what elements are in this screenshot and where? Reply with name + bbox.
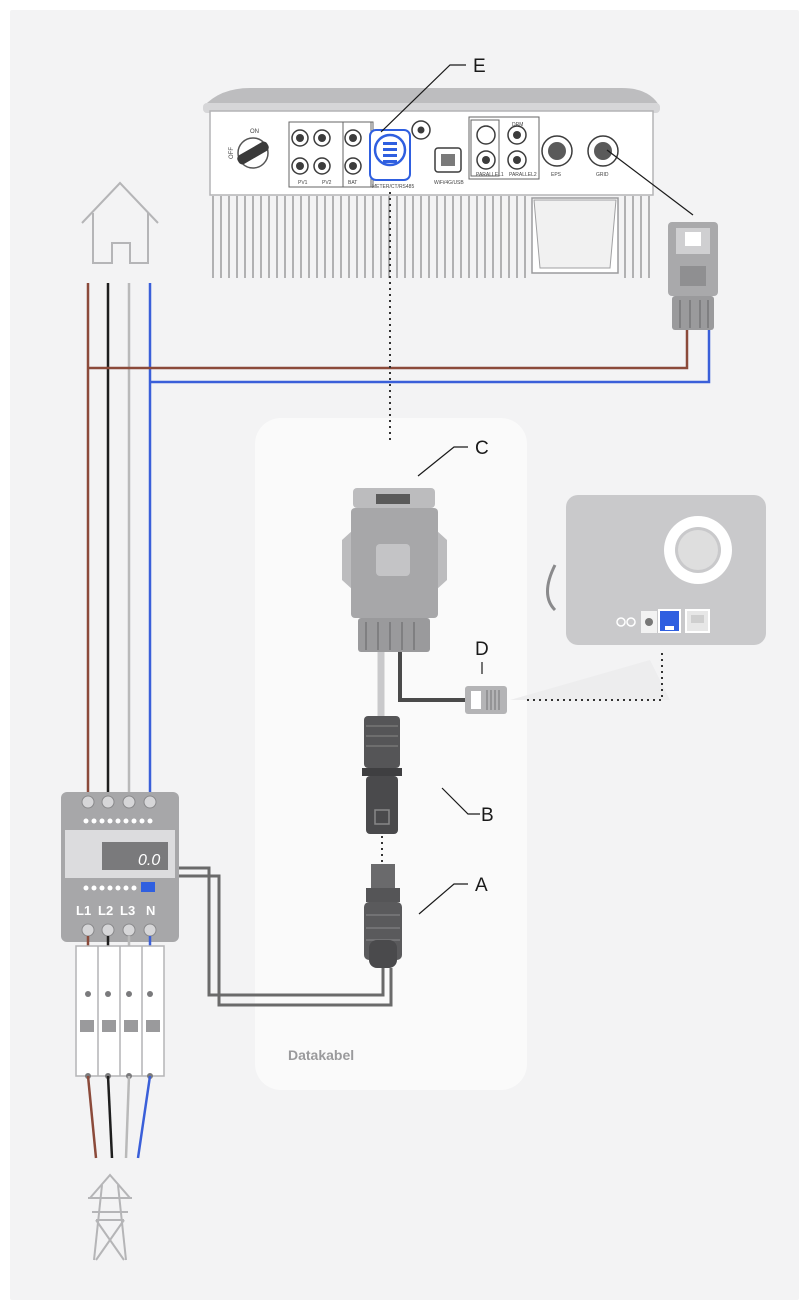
- rj45-port-blue: [658, 609, 681, 633]
- bat-label: BAT: [348, 180, 357, 186]
- connector-a: [364, 864, 402, 968]
- connector-b: [362, 716, 402, 834]
- eps-label: EPS: [551, 172, 562, 178]
- rj45-plug-d: [465, 686, 507, 714]
- parallel1-label: PARALLEL1: [476, 172, 504, 178]
- house-wires: [86, 283, 711, 795]
- terminal-l1: L1: [76, 903, 91, 918]
- panel-caption: Datakabel: [288, 1047, 354, 1063]
- pv1-label: PV1: [298, 180, 308, 186]
- grid-label: GRID: [596, 172, 609, 178]
- circuit-breaker: [75, 945, 165, 1079]
- label-d: D: [475, 639, 489, 660]
- switch-off-label: OFF: [229, 147, 235, 159]
- connector-c: [342, 488, 447, 652]
- power-pylon-icon: [88, 1173, 132, 1261]
- house-icon: [81, 181, 159, 264]
- label-b: B: [481, 805, 494, 826]
- meter-port-label: METER/CT/RS485: [372, 184, 414, 190]
- ct-sensor-module: [546, 495, 766, 645]
- drm-label: DRM: [512, 122, 523, 128]
- terminal-l3: L3: [120, 903, 135, 918]
- wifi-port-label: WiFi/4G/USB: [434, 180, 464, 186]
- parallel2-label: PARALLEL2: [509, 172, 537, 178]
- terminal-n: N: [146, 903, 155, 918]
- energy-meter: 0.0 L1 L2 L3 N: [61, 792, 179, 942]
- label-c: C: [475, 438, 489, 459]
- pv2-label: PV2: [322, 180, 332, 186]
- wiring-diagram: Datakabel: [61, 56, 766, 1261]
- meter-display: 0.0: [138, 852, 160, 869]
- diagram-frame: Datakabel: [10, 10, 799, 1300]
- inverter: ON OFF PV1 PV2 BAT METER/CT/RS485 WiFi/4…: [203, 88, 660, 278]
- terminal-l2: L2: [98, 903, 113, 918]
- label-e: E: [473, 56, 486, 77]
- label-a: A: [475, 875, 488, 896]
- grid-connector: [668, 222, 718, 330]
- switch-on-label: ON: [250, 129, 259, 135]
